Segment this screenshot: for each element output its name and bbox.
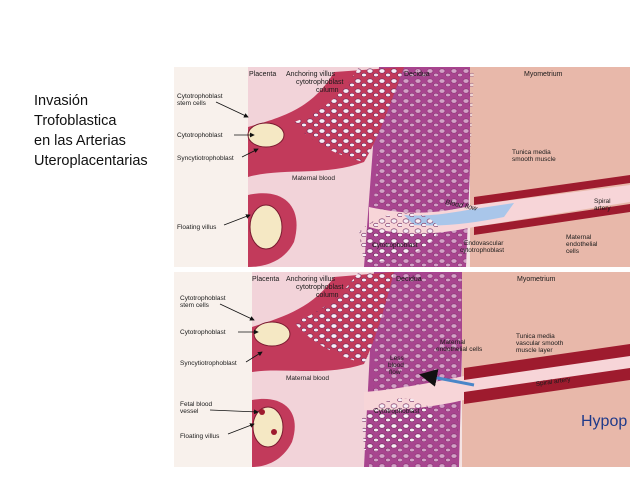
label-cyto-bottom: Cytotrophoblast xyxy=(372,242,418,249)
fetal-vessel-dot xyxy=(271,429,277,435)
label-cytotrophoblast: Cytotrophoblast xyxy=(177,132,223,139)
label-fetal-2: vessel xyxy=(180,408,199,415)
label-tunica-2: smooth muscle xyxy=(512,156,556,163)
label-maternal-blood: Maternal blood xyxy=(286,375,329,382)
label-tunica-3: muscle layer xyxy=(516,347,553,354)
fetal-vessel-core xyxy=(252,406,284,448)
slide-title: Invasión Trofoblastica en las Arterias U… xyxy=(34,91,148,171)
label-syncytiotrophoblast: Syncytiotrophoblast xyxy=(180,360,237,367)
label-tunica-2: vascular smooth xyxy=(516,340,564,347)
label-maternal-endo-2: endothelial xyxy=(566,241,598,248)
fetal-vessel-dot xyxy=(259,409,265,415)
cytotrophoblast-column xyxy=(294,67,404,162)
label-maternal-endo-1: Maternal xyxy=(566,234,592,241)
label-maternal-endo-1: Maternal xyxy=(440,339,466,346)
label-floating-villus: Floating villus xyxy=(177,224,217,231)
endovascular-cells xyxy=(362,398,436,451)
hypo-label: Hypop xyxy=(581,413,628,430)
header-anchoring-2: cytotrophoblast xyxy=(296,79,344,86)
header-anchoring-2: cytotrophoblast xyxy=(296,284,344,291)
artery-wall-lower xyxy=(464,368,630,404)
label-endovascular-2: cytotrophoblast xyxy=(460,247,504,254)
label-spiral-artery: Spiral artery xyxy=(535,376,571,388)
arrow-syncytio xyxy=(241,148,259,158)
diagram-normal-invasion: Placenta Anchoring villus cytotrophoblas… xyxy=(174,67,630,267)
diagram-shallow-invasion: Placenta Anchoring villus cytotrophoblas… xyxy=(174,272,630,467)
artery-wall-upper xyxy=(474,175,630,205)
label-stem-2: stem cells xyxy=(180,302,210,309)
label-tunica-1: Tunica media xyxy=(516,333,555,340)
label-spiral-2: artery xyxy=(594,205,611,212)
title-line-4: Uteroplacentarias xyxy=(34,153,148,169)
label-maternal-blood: Maternal blood xyxy=(292,175,335,182)
label-stem-1: Cytotrophoblast xyxy=(177,93,223,100)
label-tunica-1: Tunica media xyxy=(512,149,551,156)
title-line-2: Trofoblastica xyxy=(34,113,117,129)
label-floating-villus: Floating villus xyxy=(180,433,220,440)
arrow-stem xyxy=(215,101,249,118)
cytotrophoblast-column xyxy=(294,272,394,364)
artery-wall-lower xyxy=(474,204,630,235)
label-less-2: blood xyxy=(388,362,404,369)
arrow-floating xyxy=(227,423,255,435)
label-syncytiotrophoblast: Syncytiotrophoblast xyxy=(177,155,234,162)
header-placenta: Placenta xyxy=(249,71,276,78)
label-maternal-endo-2: endothelial cells xyxy=(436,346,483,353)
arrow-stem xyxy=(219,303,255,321)
spiral-artery-lumen xyxy=(364,354,630,411)
arrow-fetal xyxy=(209,409,259,415)
header-decidua: Decidua xyxy=(404,71,430,78)
header-decidua: Decidua xyxy=(396,276,422,283)
label-stem-2: stem cells xyxy=(177,100,207,107)
header-anchoring-1: Anchoring villus xyxy=(286,71,336,78)
artery-wall-upper xyxy=(464,344,630,380)
header-myometrium: Myometrium xyxy=(517,276,556,283)
diagram-shallow-svg: Placenta Anchoring villus cytotrophoblas… xyxy=(174,272,630,467)
placenta-region xyxy=(174,67,248,267)
label-maternal-endo-3: cells xyxy=(566,248,580,255)
label-endovascular-1: Endovascular xyxy=(464,240,504,247)
endovascular-cells xyxy=(359,212,439,262)
label-spiral-1: Spiral xyxy=(594,198,611,205)
blood-flow-arrow xyxy=(419,368,475,387)
floating-villus-core xyxy=(249,204,283,250)
label-less-1: Less xyxy=(390,355,404,362)
header-anchoring-1: Anchoring villus xyxy=(286,276,336,283)
label-cytotrophoblast: Cytotrophoblast xyxy=(180,329,226,336)
blood-flow-region xyxy=(404,203,514,226)
myometrium-region xyxy=(470,67,630,267)
placenta-region xyxy=(174,272,252,467)
label-stem-1: Cytotrophoblast xyxy=(180,295,226,302)
header-myometrium: Myometrium xyxy=(524,71,563,78)
title-line-3: en las Arterias xyxy=(34,133,126,149)
label-fetal-1: Fetal blood xyxy=(180,401,213,408)
arrow-syncytio xyxy=(245,351,263,363)
header-anchoring-3: column xyxy=(316,292,339,299)
title-line-1: Invasión xyxy=(34,93,89,109)
diagram-normal-svg: Placenta Anchoring villus cytotrophoblas… xyxy=(174,67,630,267)
arrow-floating xyxy=(223,214,251,226)
label-less-3: flow xyxy=(389,369,401,376)
label-cyto-bottom: Cytotrophoblast xyxy=(374,408,420,415)
stem-cells xyxy=(253,321,291,347)
header-placenta: Placenta xyxy=(252,276,279,283)
header-anchoring-3: column xyxy=(316,87,339,94)
